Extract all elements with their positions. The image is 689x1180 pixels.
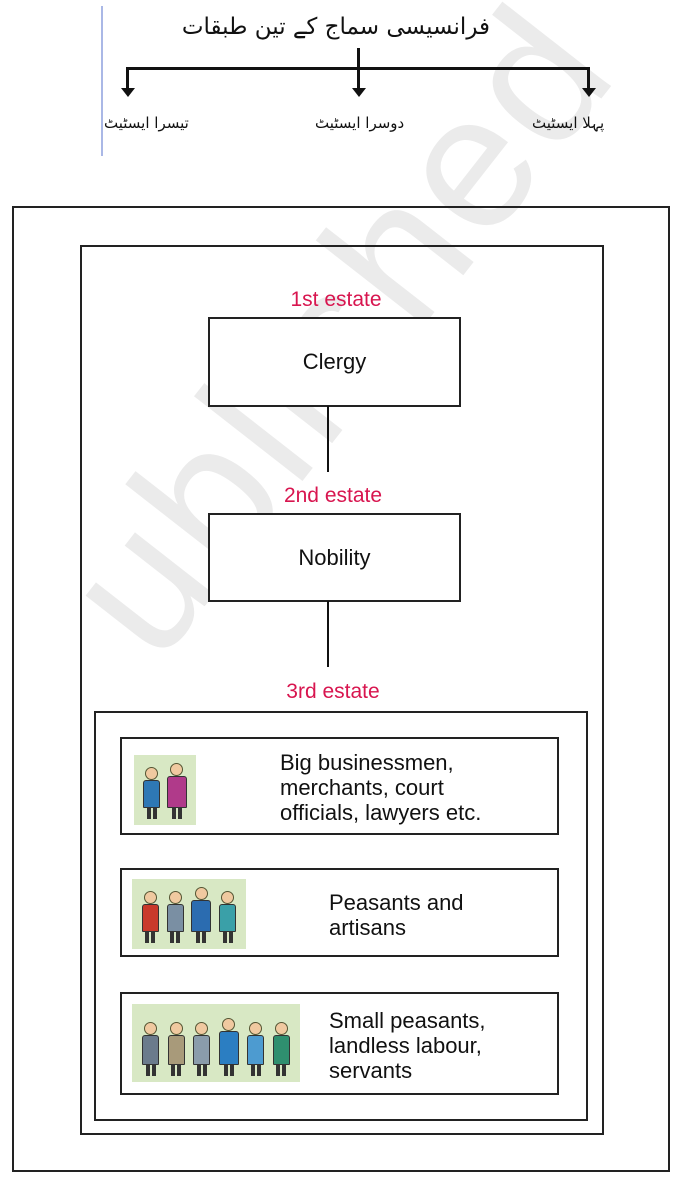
urdu-third-estate: تیسرا ایسٹیٹ — [104, 114, 189, 132]
connector-1-2 — [327, 406, 329, 472]
person-figure — [193, 1022, 211, 1076]
person-figure — [141, 891, 159, 943]
branch-middle — [357, 67, 360, 89]
nobility-label: Nobility — [298, 544, 371, 570]
person-figure — [166, 891, 184, 943]
group-text-3: Small peasants, landless labour, servant… — [329, 1008, 486, 1083]
inner-frame — [80, 245, 604, 1135]
illustration-small-peasants — [132, 1004, 300, 1082]
group-box-2: Peasants and artisans — [120, 868, 559, 957]
estate-label-3: 3rd estate — [286, 680, 380, 703]
urdu-first-estate: پہلا ایسٹیٹ — [532, 114, 605, 132]
branch-left — [126, 67, 129, 89]
person-figure — [167, 1022, 185, 1076]
urdu-second-estate: دوسرا ایسٹیٹ — [315, 114, 405, 132]
outer-frame — [12, 206, 670, 1172]
stem-line — [357, 48, 360, 68]
group-box-1: Big businessmen, merchants, court offici… — [120, 737, 559, 835]
arrow-down-icon — [582, 88, 596, 97]
person-figure — [143, 767, 161, 819]
person-figure — [219, 891, 237, 943]
margin-line — [101, 6, 103, 156]
person-figure — [142, 1022, 160, 1076]
illustration-merchants — [134, 755, 196, 825]
third-estate-frame — [94, 711, 588, 1121]
group-text-2: Peasants and artisans — [329, 890, 464, 940]
nobility-box: Nobility — [208, 513, 461, 602]
connector-2-3 — [327, 601, 329, 667]
person-figure — [272, 1022, 290, 1076]
person-figure — [191, 887, 212, 943]
arrow-down-icon — [352, 88, 366, 97]
group-box-3: Small peasants, landless labour, servant… — [120, 992, 559, 1095]
urdu-title: فرانسیسی سماج کے تین طبقات — [181, 14, 490, 40]
person-figure — [247, 1022, 265, 1076]
arrow-down-icon — [121, 88, 135, 97]
estate-label-1: 1st estate — [290, 288, 382, 311]
branch-right — [587, 67, 590, 89]
person-figure — [218, 1018, 239, 1076]
illustration-peasants-artisans — [132, 879, 246, 949]
clergy-label: Clergy — [302, 349, 367, 374]
person-figure — [166, 763, 187, 819]
group-text-1: Big businessmen, merchants, court offici… — [280, 750, 482, 825]
estate-label-2: 2nd estate — [283, 484, 383, 507]
clergy-box: Clergy — [208, 317, 461, 407]
